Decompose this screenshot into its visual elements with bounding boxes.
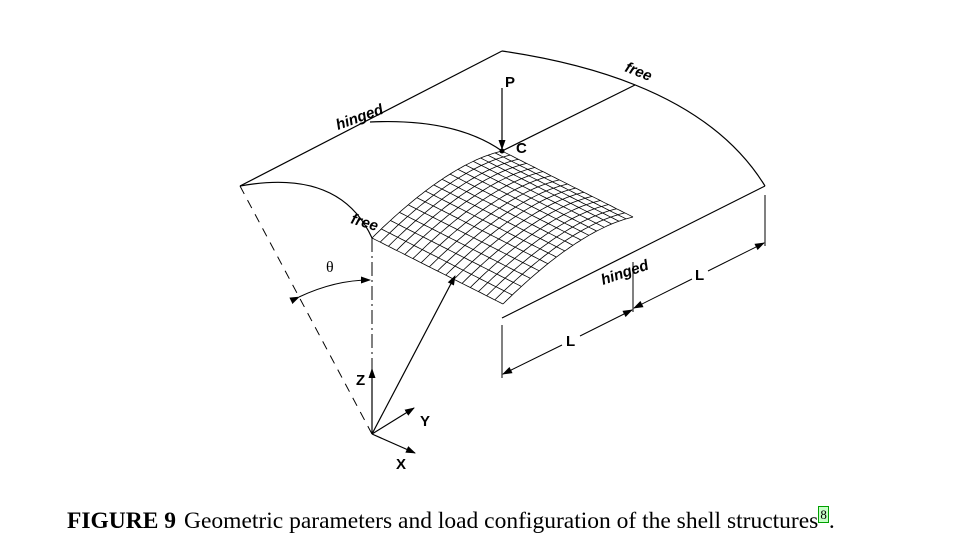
mesh-line (461, 196, 593, 284)
mesh-line (420, 175, 552, 264)
y-axis (371, 407, 415, 435)
hinged-bottom-label: hinged (599, 256, 652, 288)
mid-straight-edge (501, 84, 636, 152)
mesh-line (388, 158, 519, 247)
point-c-label: C (516, 140, 527, 157)
z-axis-label: Z (356, 372, 365, 389)
free-top-label: free (623, 59, 655, 85)
mesh-line (379, 154, 511, 243)
point-c-marker (499, 148, 505, 154)
mesh-line (412, 171, 544, 259)
free-left-label: free (349, 211, 380, 235)
mesh-line (486, 208, 617, 297)
coordinate-axes (368, 368, 416, 454)
mesh-line (478, 204, 609, 292)
dimension-l2-end (707, 242, 765, 272)
mesh-line (445, 187, 576, 276)
dimension-lines (501, 195, 766, 378)
mesh-line (371, 150, 503, 239)
mesh-line (494, 212, 625, 301)
length-label-2: L (695, 267, 704, 284)
finite-element-mesh (371, 150, 634, 305)
left-arc-edge (239, 181, 373, 239)
caption-period: . (828, 508, 835, 534)
figure-number: FIGURE 9 (67, 508, 177, 534)
mesh-line (429, 179, 560, 268)
mesh-line (502, 216, 634, 305)
shell-diagram: hinged free free hinged P C θ L L Z Y X (239, 50, 766, 473)
mesh-line (404, 167, 535, 255)
citation-reference[interactable]: 8 (818, 506, 829, 524)
right-arc-edge (501, 50, 766, 187)
load-p-label: P (505, 74, 515, 91)
x-axis (371, 433, 416, 454)
dimension-l1-end (579, 309, 633, 337)
mesh-line (453, 191, 584, 280)
theta-arc (289, 276, 371, 305)
back-straight-edge (239, 50, 503, 187)
mesh-line (437, 183, 568, 272)
mesh-line (396, 163, 527, 251)
length-label-1: L (566, 333, 575, 350)
dimension-l2-start (633, 278, 693, 309)
figure-caption: FIGURE 9 Geometric parameters and load co… (67, 506, 972, 535)
y-axis-label: Y (420, 413, 430, 430)
hinged-top-label: hinged (334, 101, 387, 134)
front-straight-edge (501, 185, 766, 319)
theta-label: θ (326, 259, 334, 276)
radius-vector-arrow (371, 275, 456, 435)
dimension-l1-start (502, 344, 563, 375)
shell-outline (239, 50, 766, 319)
mid-arc-edge (369, 120, 503, 152)
caption-text: Geometric parameters and load configurat… (184, 508, 819, 534)
mesh-line (470, 200, 601, 288)
x-axis-label: X (396, 456, 406, 473)
